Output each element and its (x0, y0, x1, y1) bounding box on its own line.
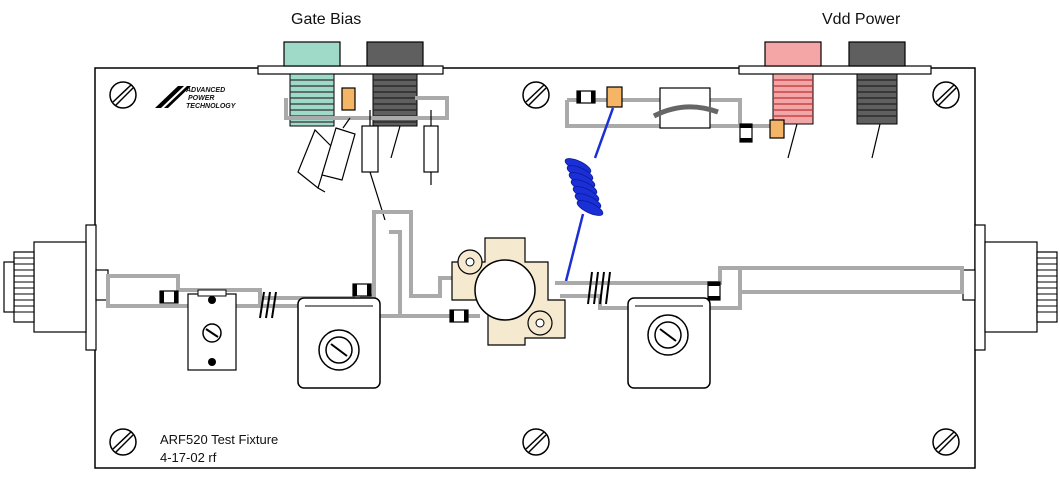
gate-bias-label: Gate Bias (291, 11, 361, 28)
gate-bias-connector-teal (283, 41, 341, 67)
vdd-bias-capacitor-2 (769, 119, 785, 139)
screw-icon (109, 81, 137, 109)
vdd-connector-pink (764, 41, 822, 67)
svg-text:POWER: POWER (188, 95, 214, 102)
vdd-power-connector (738, 41, 932, 159)
rf-choke (564, 107, 615, 282)
input-trimmer-large (297, 297, 381, 389)
input-trimmer (187, 289, 237, 371)
output-trimmer (627, 297, 711, 389)
rf-input-connector (3, 224, 109, 351)
screw-icon (109, 428, 137, 456)
input-capacitor (159, 290, 179, 304)
svg-text:ADVANCED: ADVANCED (185, 87, 225, 94)
shunt-capacitor (352, 283, 372, 297)
svg-text:TECHNOLOGY: TECHNOLOGY (186, 103, 237, 110)
apt-logo: ADVANCED POWER TECHNOLOGY (155, 86, 237, 110)
screw-icon (932, 428, 960, 456)
rf-output-connector (962, 224, 1058, 351)
vdd-power-label: Vdd Power (822, 11, 901, 28)
output-series-capacitor (587, 271, 611, 305)
output-capacitor (707, 281, 721, 301)
vdd-connector-gray (848, 41, 906, 67)
gate-bias-capacitor (341, 87, 356, 111)
transistor-icon (451, 237, 566, 346)
vdd-capacitor-2 (739, 123, 753, 143)
vdd-bias-capacitor (606, 86, 623, 108)
fixture-name-label: ARF520 Test Fixture (160, 432, 278, 447)
gate-bias-connector-gray (366, 41, 424, 67)
vdd-capacitor-1 (576, 90, 596, 104)
screw-icon (522, 81, 550, 109)
series-capacitor (259, 291, 277, 319)
gate-resistors (297, 110, 439, 221)
screw-icon (932, 81, 960, 109)
ferrite-bead (652, 87, 719, 129)
fixture-date-label: 4-17-02 rf (160, 450, 217, 465)
gate-capacitor (449, 309, 469, 323)
screw-icon (522, 428, 550, 456)
